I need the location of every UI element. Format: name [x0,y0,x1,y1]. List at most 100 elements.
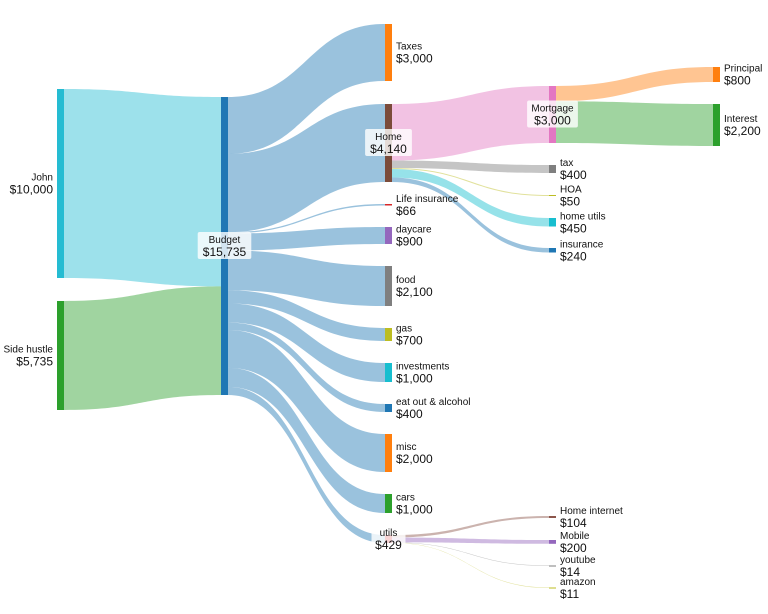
link-utils-to-amazon [392,542,549,588]
node-name-cars: cars [396,493,415,504]
node-amazon[interactable] [549,587,556,589]
label-insurance: insurance$240 [560,239,604,263]
label-mortgage: Mortgage$3,000 [527,100,578,128]
node-name-hoa: HOA [560,185,582,196]
link-utils-to-mobile [392,537,549,544]
node-value-home_internet: $104 [560,516,587,530]
node-value-john: $10,000 [10,183,54,197]
node-principal[interactable] [713,67,720,82]
node-name-food: food [396,275,415,286]
node-taxes[interactable] [385,24,392,81]
label-home_internet: Home internet$104 [560,506,623,530]
node-value-home: $4,140 [370,142,407,156]
label-side_hustle: Side hustle$5,735 [4,345,54,369]
node-life_ins[interactable] [385,204,392,206]
node-name-life_ins: Life insurance [396,194,459,205]
link-budget-to-food [228,250,385,306]
node-name-tax: tax [560,158,573,169]
node-value-misc: $2,000 [396,452,433,466]
link-home-to-home_utils [392,169,549,227]
node-gas[interactable] [385,328,392,341]
label-amazon: amazon$11 [560,577,596,601]
link-budget-to-daycare [228,227,385,251]
node-hoa[interactable] [549,195,556,196]
label-home_utils: home utils$450 [560,211,606,235]
node-value-taxes: $3,000 [396,52,433,66]
node-value-hoa: $50 [560,195,580,209]
label-interest: Interest$2,200 [724,114,761,138]
label-principal: Principal$800 [724,64,762,88]
node-value-youtube: $14 [560,565,580,579]
link-side_hustle-to-budget [64,286,221,410]
node-eatout[interactable] [385,404,392,412]
node-daycare[interactable] [385,227,392,244]
node-tax[interactable] [549,165,556,173]
node-name-gas: gas [396,324,412,335]
node-name-john: John [31,173,53,184]
label-investments: investments$1,000 [396,362,449,386]
link-utils-to-home_internet [392,516,549,538]
node-insurance[interactable] [549,248,556,253]
node-name-home: Home [375,132,402,143]
label-tax: tax$400 [560,158,587,182]
node-name-investments: investments [396,362,449,373]
label-life_ins: Life insurance$66 [396,194,459,218]
node-value-investments: $1,000 [396,372,433,386]
node-home_internet[interactable] [549,516,556,518]
label-bg-mortgage [527,100,578,128]
node-name-misc: misc [396,442,417,453]
link-budget-to-taxes [228,24,385,154]
node-value-budget: $15,735 [203,245,247,259]
node-name-utils: utils [380,528,398,539]
node-value-food: $2,100 [396,285,433,299]
node-investments[interactable] [385,363,392,382]
node-name-mobile: Mobile [560,531,590,542]
node-home_utils[interactable] [549,218,556,227]
label-budget: Budget$15,735 [197,232,252,259]
link-budget-to-investments [228,303,385,382]
node-name-principal: Principal [724,64,762,75]
node-value-mortgage: $3,000 [534,114,571,128]
node-side_hustle[interactable] [57,301,64,410]
node-name-insurance: insurance [560,239,604,250]
link-home-to-insurance [392,177,549,253]
node-interest[interactable] [713,104,720,146]
link-home-to-tax [392,160,549,173]
node-name-taxes: Taxes [396,42,422,53]
node-cars[interactable] [385,494,392,513]
label-food: food$2,100 [396,275,433,299]
node-name-home_internet: Home internet [560,506,623,517]
node-value-gas: $700 [396,334,423,348]
label-bg-utils [371,525,406,552]
node-john[interactable] [57,89,64,278]
link-budget-to-gas [228,290,385,341]
link-budget-to-home [228,104,385,233]
link-home-to-mortgage [392,86,549,161]
label-eatout: eat out & alcohol$400 [396,397,471,421]
node-value-side_hustle: $5,735 [16,355,53,369]
label-utils: utils$429 [371,525,406,552]
label-bg-home [365,129,412,156]
node-value-home_utils: $450 [560,221,587,235]
label-mobile: Mobile$200 [560,531,590,555]
label-home: Home$4,140 [365,129,412,156]
node-value-life_ins: $66 [396,204,416,218]
node-mobile[interactable] [549,540,556,544]
sankey-links [64,24,713,588]
node-name-youtube: youtube [560,555,596,566]
node-name-amazon: amazon [560,577,596,588]
node-misc[interactable] [385,434,392,472]
node-value-daycare: $900 [396,235,423,249]
node-food[interactable] [385,266,392,306]
node-name-side_hustle: Side hustle [4,345,54,356]
label-daycare: daycare$900 [396,225,432,249]
link-budget-to-life_ins [228,204,385,234]
node-name-mortgage: Mortgage [531,104,574,115]
node-youtube[interactable] [549,565,556,567]
link-utils-to-youtube [392,542,549,566]
label-cars: cars$1,000 [396,493,433,517]
label-youtube: youtube$14 [560,555,596,579]
node-value-interest: $2,200 [724,124,761,138]
